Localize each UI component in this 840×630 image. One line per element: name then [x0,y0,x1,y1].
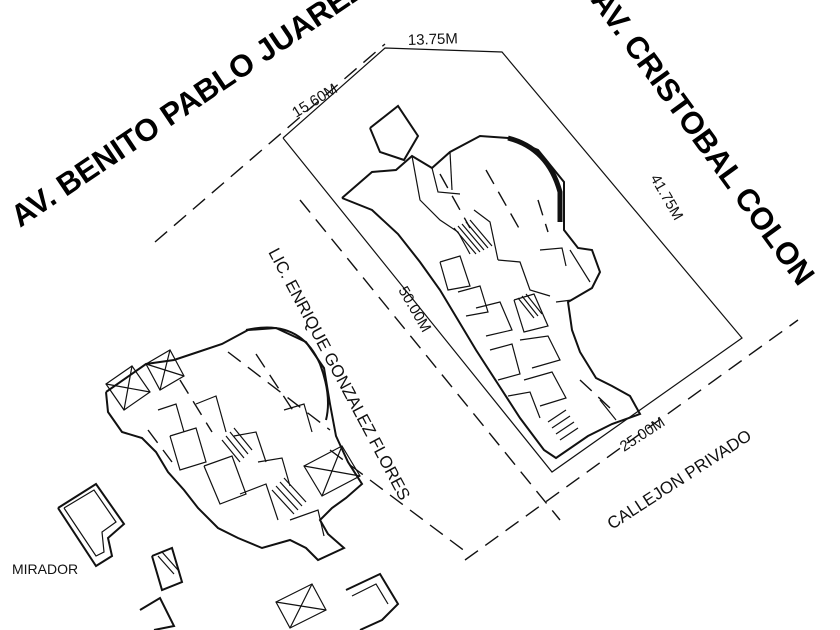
dimension-top: 13.75M [408,30,459,49]
upper-building-plan [341,104,642,460]
street-label-gonzalez-flores: LIC. ENRIQUE GONZALEZ FLORES [264,245,413,503]
lower-hatched-boxes [105,349,361,629]
street-label-benito-juarez: AV. BENITO PABLO JUAREZ [4,0,371,234]
dimension-left: 15.60M [289,80,340,121]
street-label-cristobal-colon: AV. CRISTOBAL COLON [584,0,821,292]
lower-stairs [157,427,307,575]
mirador-label: MIRADOR [12,561,78,577]
upper-stairs [453,219,579,441]
small-structures [139,546,400,630]
dimension-center: 50.00M [395,284,435,336]
mirador-structure [57,482,126,568]
lower-building-plan [105,326,364,629]
lot-boundary [282,47,743,473]
street-edge-lines [154,43,799,561]
dimension-right: 41.75M [647,172,687,224]
